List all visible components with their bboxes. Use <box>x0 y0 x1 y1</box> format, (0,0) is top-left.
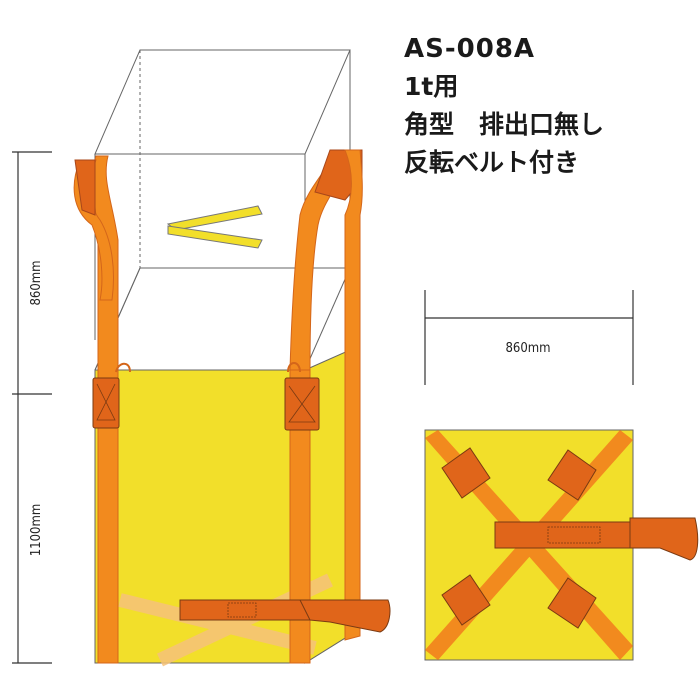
width-dimension-lines <box>424 290 634 385</box>
body-height-label: 1100mm <box>29 504 44 557</box>
top-height-label: 860mm <box>29 260 44 305</box>
corner-patches <box>441 447 597 629</box>
patch-stitching <box>96 383 316 423</box>
capacity-label: 1t用 <box>404 72 459 101</box>
type-label: 角型 排出口無し <box>404 110 605 139</box>
reversal-belt-side <box>179 599 391 633</box>
model-number: AS-008A <box>404 34 536 64</box>
feature-label: 反転ベルト付き <box>404 148 580 177</box>
lifting-belts <box>73 149 363 664</box>
small-loops <box>115 362 301 373</box>
product-title-block: AS-008A 1t用 角型 排出口無し 反転ベルト付き <box>404 30 694 182</box>
yellow-v-mark <box>166 205 263 249</box>
height-dimension-lines <box>12 151 52 664</box>
reversal-belt-top <box>494 517 699 561</box>
width-label: 860mm <box>505 341 550 356</box>
